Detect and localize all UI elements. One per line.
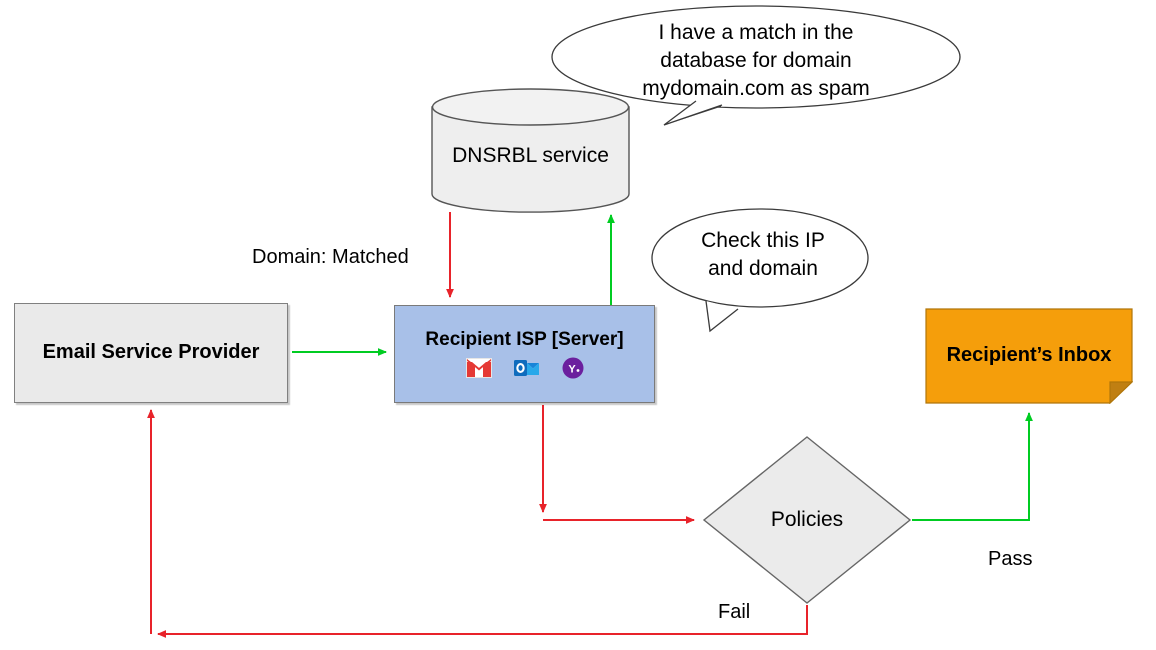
node-recipient-isp[interactable]: Recipient ISP [Server] [394,305,655,403]
edge-label-domain-matched: Domain: Matched [252,246,409,268]
node-policies-label: Policies [770,507,844,531]
diamond-shape [702,436,912,604]
speech-bubble-match-text: I have a match in the database for domai… [642,21,870,100]
cylinder-shape [431,88,630,213]
node-recipients-inbox[interactable]: Recipient’s Inbox [925,308,1133,404]
note-shape [925,308,1133,404]
node-email-service-provider[interactable]: Email Service Provider [14,303,288,403]
edge-policies-pass-to-inbox [912,412,1033,521]
yahoo-mail-icon: Y [562,357,583,379]
speech-bubble-match-shape [551,5,961,126]
outlook-icon [513,360,539,377]
edge-label-pass: Pass [988,548,1033,570]
node-inbox-label: Recipient’s Inbox [946,344,1112,367]
edge-policies-fail-to-esp [157,605,808,638]
node-policies[interactable]: Policies [702,435,912,605]
edge-label-fail: Fail [718,601,751,623]
gmail-icon [465,358,492,379]
svg-text:Y: Y [568,364,576,376]
speech-bubble-check: Check this IP and domain [648,205,873,335]
speech-bubble-check-text: Check this IP and domain [701,229,825,280]
speech-bubble-match: I have a match in the database for domai… [546,2,966,127]
node-isp-label: Recipient ISP [Server] [425,328,624,350]
isp-mail-provider-icons: Y [465,357,584,379]
node-dnsrbl-label: DNSRBL service [452,144,609,168]
node-dnsrbl-service[interactable]: DNSRBL service [431,88,630,213]
node-esp-label: Email Service Provider [42,341,260,364]
speech-bubble-check-shape [651,208,869,333]
